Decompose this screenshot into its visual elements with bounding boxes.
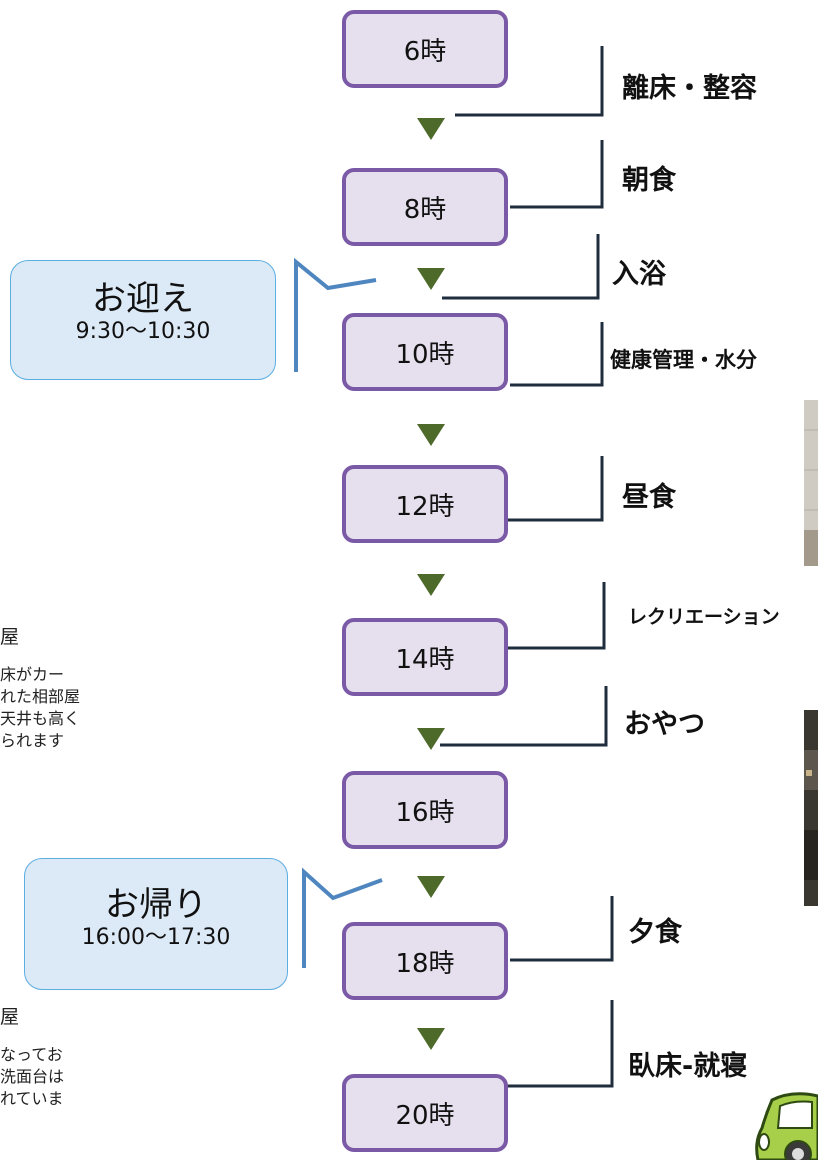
room-text-line: れていま — [0, 1089, 64, 1108]
connector-line — [504, 456, 604, 522]
time-box-8: 8時 — [342, 168, 508, 246]
dropoff-time: 16:00〜17:30 — [81, 925, 231, 950]
time-box-16: 16時 — [342, 771, 508, 849]
time-box-12: 12時 — [342, 465, 508, 543]
dropoff-title: お帰り — [105, 885, 207, 925]
time-box-18: 18時 — [342, 922, 508, 1000]
time-box-6: 6時 — [342, 10, 508, 88]
down-arrow — [417, 118, 445, 140]
dropoff-box: お帰り 16:00〜17:30 — [24, 858, 288, 990]
time-label: 18時 — [395, 948, 455, 979]
down-arrow — [417, 424, 445, 446]
pickup-connector — [294, 257, 377, 372]
down-arrow — [417, 268, 445, 290]
time-label: 6時 — [403, 36, 447, 67]
room-text-line: 天井も高く — [0, 709, 81, 728]
room-text-line: られます — [0, 731, 65, 750]
time-label: 20時 — [395, 1100, 455, 1131]
down-arrow — [417, 876, 445, 898]
event-label: 夕食 — [628, 917, 682, 948]
pickup-box: お迎え 9:30〜10:30 — [10, 260, 276, 380]
pickup-time: 9:30〜10:30 — [75, 319, 211, 344]
connector-line — [440, 686, 608, 747]
room-text-line: れた相部屋 — [0, 687, 81, 706]
pickup-title: お迎え — [92, 279, 194, 319]
time-label: 10時 — [395, 339, 455, 370]
time-box-10: 10時 — [342, 313, 508, 391]
down-arrow — [417, 574, 445, 596]
event-label: 昼食 — [622, 482, 676, 513]
event-label: 臥床-就寝 — [628, 1051, 748, 1082]
time-label: 8時 — [403, 194, 447, 225]
event-label: 離床・整容 — [622, 73, 757, 104]
event-label: 健康管理・水分 — [610, 348, 757, 372]
room-text-line: なってお — [0, 1045, 63, 1064]
connector-line — [455, 46, 604, 117]
down-arrow — [417, 1028, 445, 1050]
time-box-14: 14時 — [342, 618, 508, 696]
time-label: 16時 — [395, 797, 455, 828]
event-label: 朝食 — [622, 165, 676, 196]
room-caption: 屋 — [0, 1006, 20, 1028]
time-box-20: 20時 — [342, 1074, 508, 1152]
down-arrow — [417, 728, 445, 750]
room-photo — [804, 710, 818, 906]
time-label: 12時 — [395, 491, 455, 522]
event-label: おやつ — [624, 709, 705, 740]
connector-line — [442, 234, 600, 300]
event-label: 入浴 — [612, 259, 666, 290]
car-icon — [755, 1092, 818, 1160]
time-label: 14時 — [395, 644, 455, 675]
event-label: レクリエーション — [628, 606, 780, 628]
room-photo — [804, 400, 818, 566]
connector-line — [510, 322, 604, 387]
dropoff-connector — [302, 867, 383, 968]
room-text-line: 洗面台は — [0, 1067, 65, 1086]
connector-line — [510, 896, 614, 962]
connector-line — [510, 140, 604, 209]
room-text-line: 床がカー — [0, 665, 65, 684]
connector-line — [502, 582, 606, 650]
room-caption: 屋 — [0, 626, 20, 648]
